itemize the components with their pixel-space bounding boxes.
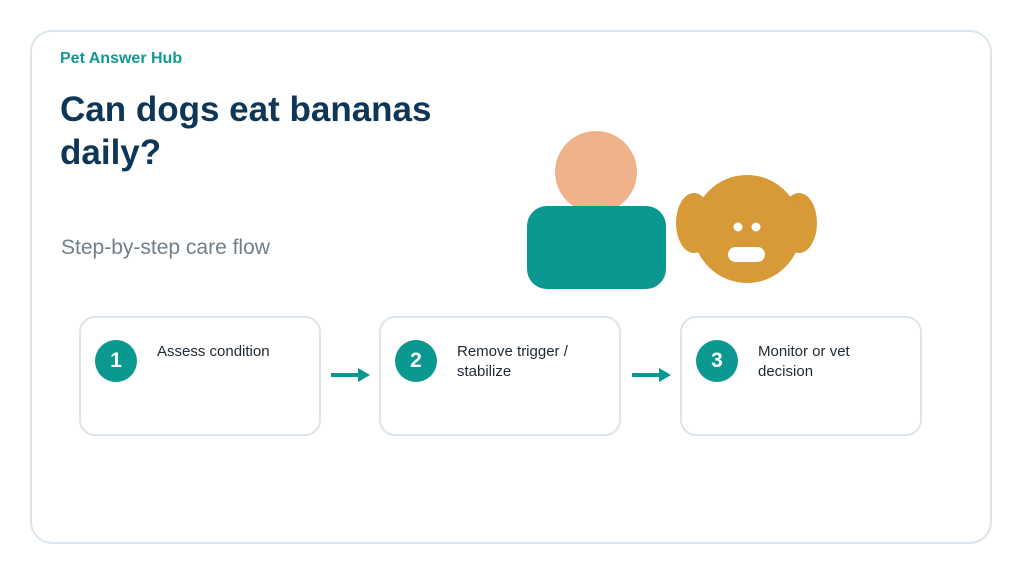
step-label: Remove trigger / stabilize bbox=[457, 343, 568, 380]
illustration bbox=[520, 125, 830, 300]
dog-mouth bbox=[728, 247, 765, 262]
person-head bbox=[555, 131, 637, 213]
arrow-right-icon bbox=[331, 368, 370, 382]
person-icon bbox=[527, 131, 666, 289]
dog-head bbox=[693, 175, 801, 283]
step-number-badge: 2 bbox=[395, 340, 437, 382]
step-card-2: 2 Remove trigger / stabilize bbox=[379, 316, 621, 436]
step-number-badge: 3 bbox=[696, 340, 738, 382]
arrow-right-icon bbox=[632, 368, 671, 382]
step-label: Assess condition bbox=[157, 343, 270, 360]
step-card-3: 3 Monitor or vet decision bbox=[680, 316, 922, 436]
dog-face-icon bbox=[676, 175, 817, 283]
step-number-badge: 1 bbox=[95, 340, 137, 382]
person-body bbox=[527, 206, 666, 289]
main-card bbox=[30, 30, 992, 544]
dog-right-eye bbox=[751, 222, 761, 232]
dog-left-eye bbox=[733, 222, 743, 232]
brand-label: Pet Answer Hub bbox=[60, 50, 183, 67]
page-title: Can dogs eat bananas daily? bbox=[60, 90, 432, 172]
illustration-svg bbox=[527, 131, 817, 289]
step-label: Monitor or vet decision bbox=[758, 343, 850, 380]
step-card-1: 1 Assess condition bbox=[79, 316, 321, 436]
page-subtitle: Step-by-step care flow bbox=[61, 236, 270, 259]
